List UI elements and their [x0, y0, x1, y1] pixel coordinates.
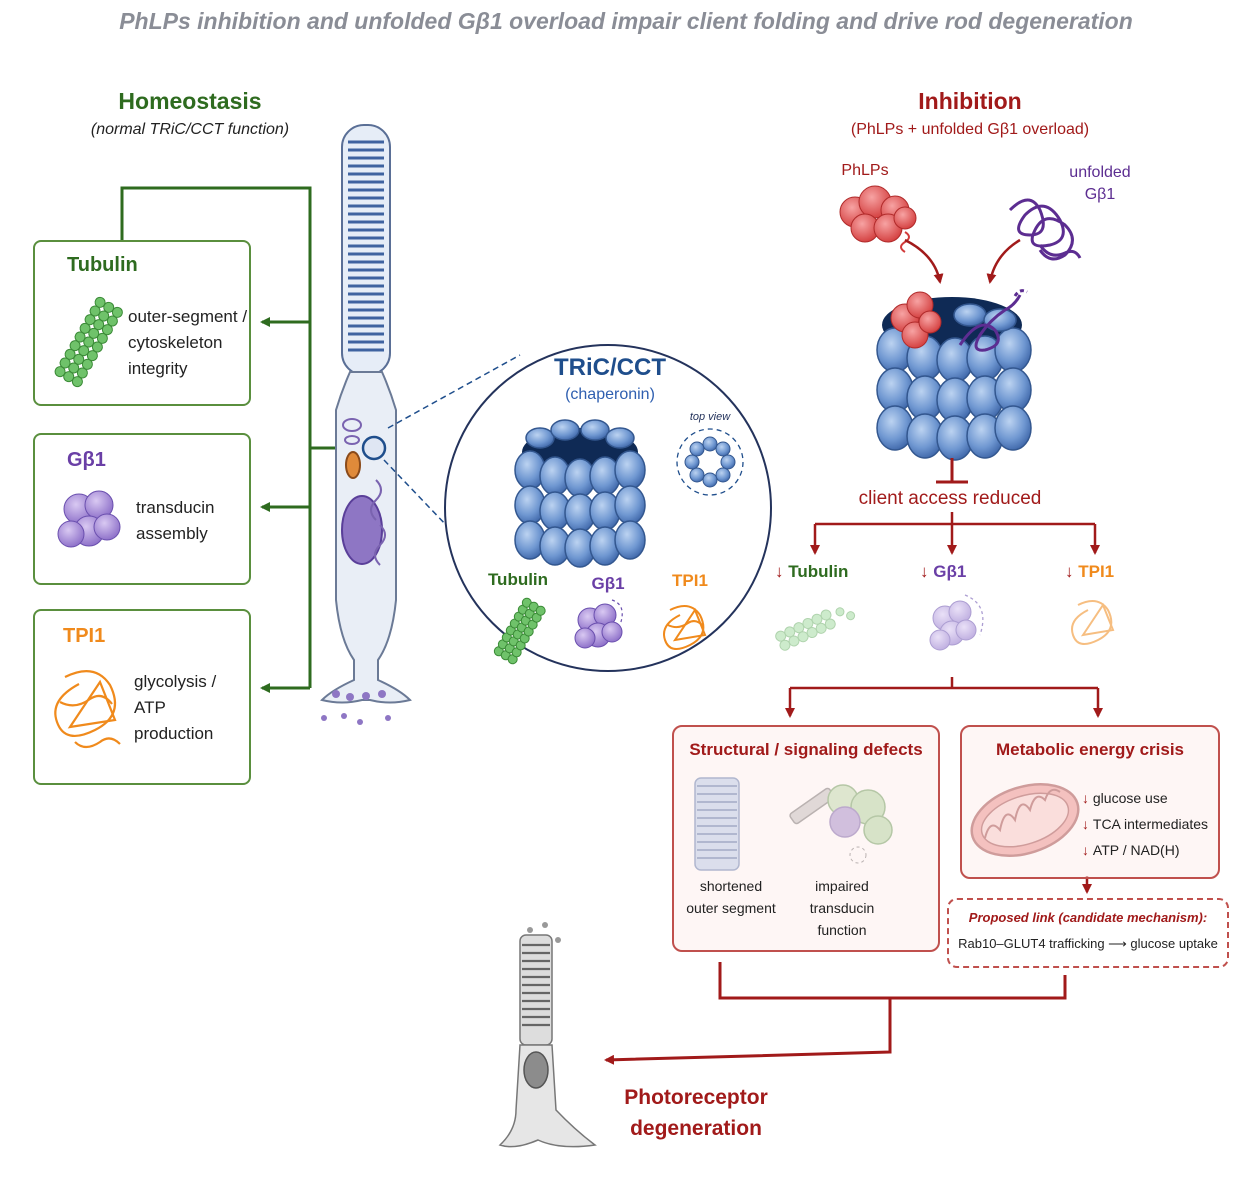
down-arrow-icon: ↓ [1082, 790, 1093, 806]
top-view-label: top view [689, 411, 731, 423]
rod-cell-healthy [320, 124, 412, 725]
impaired-line-1: impaired [815, 878, 869, 894]
card-tpi1-line-3: production [134, 724, 214, 743]
tric-title: TRiC/CCT [554, 354, 666, 381]
circle-client-tubulin: Tubulin [487, 570, 549, 589]
zoom-line-top [387, 354, 521, 429]
inhibition-title: Inhibition [918, 88, 1022, 114]
tpi1-icon [54, 669, 121, 749]
metabolic-item-3-label: ATP / NAD(H) [1092, 842, 1180, 858]
structural-defects-title: Structural / signaling defects [689, 740, 923, 759]
unfolded-gb1-label-line-2: Gβ1 [1084, 186, 1116, 203]
homeostasis-title: Homeostasis [118, 88, 262, 114]
arrow-gb1-to-tric [986, 238, 1021, 284]
reduced-tubulin: ↓ Tubulin [775, 562, 865, 582]
tric-subtitle: (chaperonin) [565, 386, 655, 403]
card-gb1-text: transducin assembly [136, 495, 246, 547]
down-arrow-icon: ↓ [1065, 562, 1079, 581]
photoreceptor-degeneration-label: Photoreceptor degeneration [616, 1082, 776, 1144]
tric-top-view [676, 428, 744, 496]
card-gb1: Gβ1 transducin assembly [33, 433, 251, 585]
metabolic-crisis-panel: Metabolic energy crisis ↓ glucose use ↓ … [960, 725, 1220, 879]
card-tpi1-title: TPI1 [63, 625, 106, 647]
down-arrow-icon: ↓ [1082, 816, 1093, 832]
circle-client-tpi1: TPI1 [672, 571, 708, 590]
inhibition-subtitle: (PhLPs + unfolded Gβ1 overload) [850, 121, 1090, 138]
card-tubulin-text: outer-segment / cytoskeleton integrity [128, 304, 248, 382]
shortened-line-1: shortened [699, 878, 763, 894]
client-access-label: client access reduced [858, 488, 1042, 509]
down-arrow-icon: ↓ [775, 562, 789, 581]
unfolded-gb1-protein [1008, 198, 1082, 261]
rod-cell-degenerated [498, 922, 597, 1148]
degeneration-line-1: Photoreceptor [624, 1086, 768, 1109]
card-tpi1: TPI1 glycolysis / ATP production [33, 609, 251, 785]
arrow-phlps-to-tric [904, 238, 944, 284]
structural-defects-panel: Structural / signaling defects shortened… [672, 725, 940, 952]
metabolic-item-1: ↓ glucose use [1082, 787, 1222, 809]
reduced-gb1: ↓ Gβ1 [920, 562, 990, 582]
merge-to-degeneration [604, 962, 1067, 1065]
unfolded-gb1-label-line-1: unfolded [1069, 164, 1131, 181]
card-gb1-line-1: transducin [136, 498, 215, 517]
proposed-link-box: Proposed link (candidate mechanism): Rab… [947, 898, 1229, 968]
metabolic-item-3: ↓ ATP / NAD(H) [1082, 839, 1222, 861]
metabolic-item-2-label: TCA intermediates [1092, 816, 1209, 832]
reduced-tpi1: ↓ TPI1 [1065, 562, 1135, 582]
impaired-line-2: transducin [809, 900, 875, 916]
degeneration-line-2: degeneration [630, 1117, 762, 1140]
down-arrow-icon: ↓ [920, 562, 934, 581]
reduced-tubulin-label: Tubulin [788, 562, 849, 581]
tric-barrel-inhibited [876, 289, 1032, 461]
shortened-line-2: outer segment [686, 900, 776, 916]
metabolic-item-2: ↓ TCA intermediates [1082, 813, 1222, 835]
card-tubulin-line-2: cytoskeleton [128, 333, 223, 352]
circle-client-gb1: Gβ1 [591, 574, 625, 593]
phlps-protein [839, 185, 917, 253]
proposed-link-text: Rab10–GLUT4 trafficking ⟶ glucose uptake [958, 936, 1218, 951]
client-icons-in-circle [493, 597, 707, 665]
phlps-label: PhLPs [841, 162, 889, 179]
homeostasis-subtitle: (normal TRiC/CCT function) [90, 121, 290, 138]
card-tubulin-title: Tubulin [67, 254, 138, 276]
homeostasis-connectors [120, 186, 345, 693]
card-tubulin-line-3: integrity [128, 359, 188, 378]
impaired-transducin-label: impaired transducin function [792, 875, 892, 941]
proposed-link-title: Proposed link (candidate mechanism): [968, 910, 1208, 925]
client-branch-connectors [810, 512, 1100, 555]
impaired-line-3: function [817, 922, 867, 938]
faded-client-icons [775, 594, 1115, 651]
reduced-tpi1-label: TPI1 [1078, 562, 1115, 581]
card-tpi1-line-1: glycolysis / [134, 672, 217, 691]
card-tubulin-line-1: outer-segment / [128, 307, 248, 326]
card-tubulin: Tubulin outer-segment / cytoskeleton int… [33, 240, 251, 406]
metabolic-item-1-label: glucose use [1092, 790, 1168, 806]
metabolic-crisis-title: Metabolic energy crisis [995, 740, 1185, 759]
down-arrow-icon: ↓ [1082, 842, 1093, 858]
card-tpi1-line-2: ATP [134, 698, 166, 717]
unfolded-gb1-label: unfolded Gβ1 [1060, 162, 1140, 206]
reduced-gb1-label: Gβ1 [933, 562, 967, 581]
metabolic-items: ↓ glucose use ↓ TCA intermediates ↓ ATP … [1082, 787, 1222, 861]
card-gb1-title: Gβ1 [67, 449, 106, 471]
figure-subtitle: PhLPs inhibition and unfolded Gβ1 overlo… [119, 8, 1133, 34]
gb1-icon [57, 490, 121, 548]
tubulin-icon [54, 296, 123, 388]
tric-barrel [514, 419, 646, 568]
card-tpi1-text: glycolysis / ATP production [134, 669, 246, 747]
shortened-outer-segment-label: shortened outer segment [676, 875, 786, 919]
card-gb1-line-2: assembly [136, 524, 208, 543]
